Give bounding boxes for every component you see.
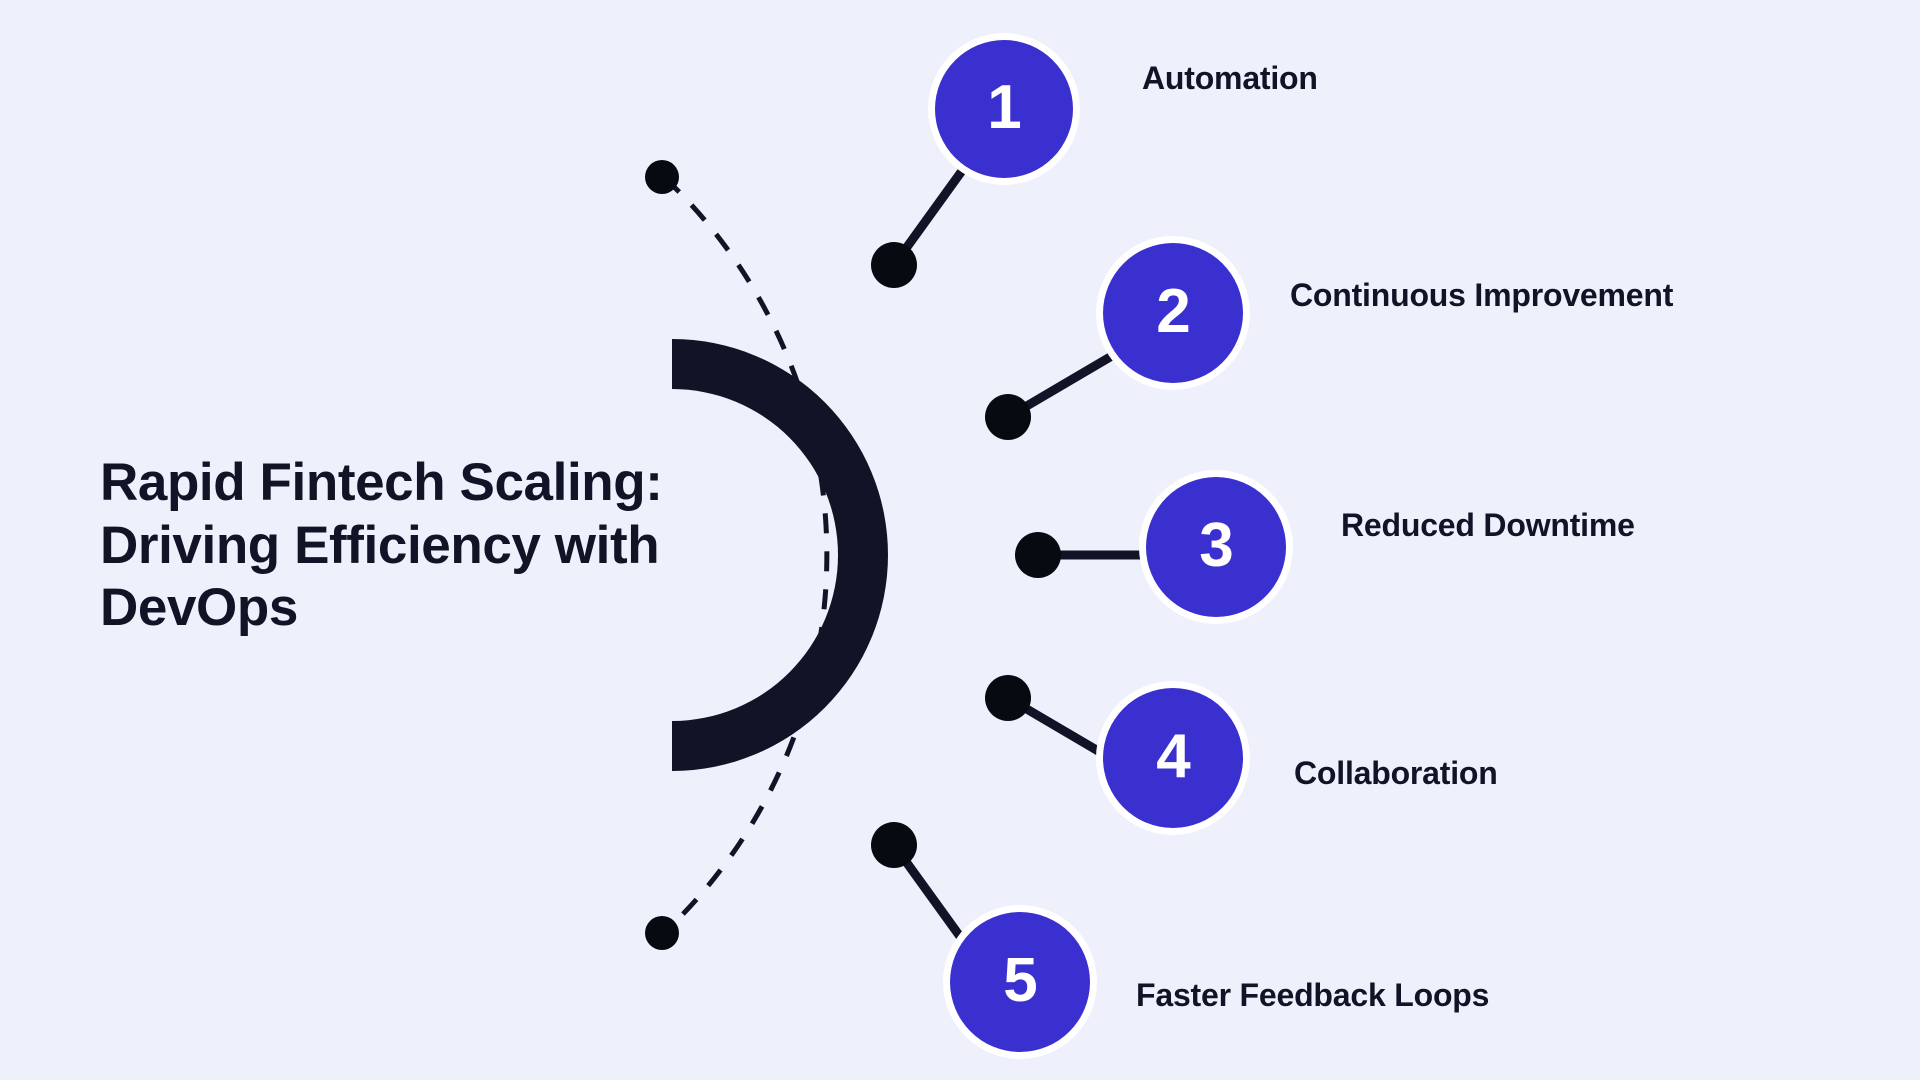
step-label-4: Collaboration xyxy=(1294,755,1498,791)
spine-endpoint-top-dot xyxy=(645,160,679,194)
spine-node-dot-1 xyxy=(871,242,917,288)
step-label-2: Continuous Improvement xyxy=(1290,277,1674,313)
dashed-spine-path xyxy=(663,176,830,934)
step-circle-5[interactable] xyxy=(943,905,1097,1059)
step-circle-3[interactable] xyxy=(1139,470,1293,624)
step-circle-1[interactable] xyxy=(928,33,1080,185)
step-label-1: Automation xyxy=(1142,60,1318,96)
step-circle-4[interactable] xyxy=(1096,681,1250,835)
spine-node-dot-2 xyxy=(985,394,1031,440)
spine-endpoint-bottom-dot xyxy=(645,916,679,950)
page-title: Rapid Fintech Scaling: Driving Efficienc… xyxy=(100,452,780,640)
title-line-3: DevOps xyxy=(100,578,298,638)
title-line-2: Driving Efficiency with xyxy=(100,515,660,575)
spine-node-dot-5 xyxy=(871,822,917,868)
title-line-1: Rapid Fintech Scaling: xyxy=(100,453,663,512)
half-ring-bracket-shape xyxy=(672,339,888,771)
step-circle-2[interactable] xyxy=(1096,236,1250,390)
spine-node-dot-4 xyxy=(985,675,1031,721)
spine-node-dot-3 xyxy=(1015,532,1061,578)
step-label-3: Reduced Downtime xyxy=(1341,507,1635,543)
step-label-5: Faster Feedback Loops xyxy=(1136,977,1490,1013)
